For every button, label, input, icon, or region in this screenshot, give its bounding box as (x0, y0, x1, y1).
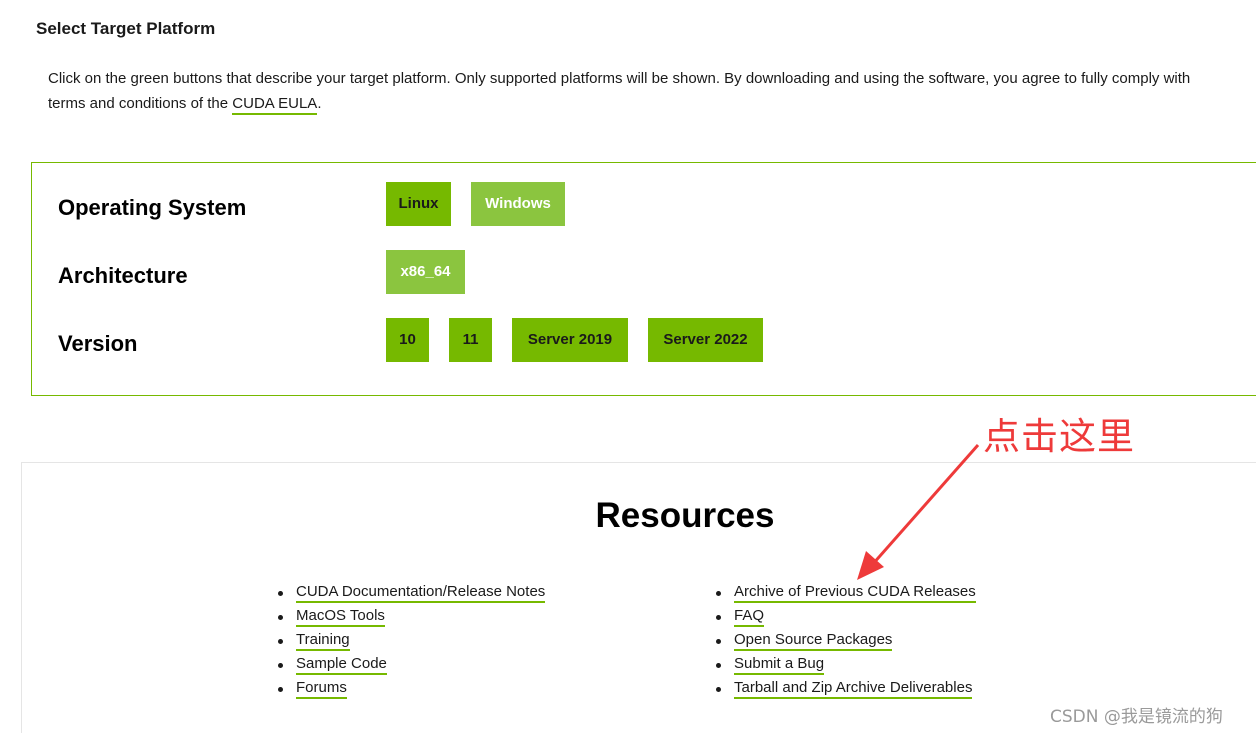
page-title: Select Target Platform (36, 19, 216, 38)
list-item: Archive of Previous CUDA Releases (716, 581, 976, 605)
resource-link-faq[interactable]: FAQ (734, 607, 765, 627)
cuda-eula-link[interactable]: CUDA EULA (232, 95, 318, 115)
intro-line-2-text: terms and conditions of the (48, 95, 233, 112)
version-option-server-2022[interactable]: Server 2022 (648, 318, 763, 362)
resource-link-archive[interactable]: Archive of Previous CUDA Releases (734, 583, 976, 603)
annotation-label: 点击这里 (983, 415, 1135, 458)
intro-text: Click on the green buttons that describe… (48, 66, 1256, 116)
resource-link-forums[interactable]: Forums (296, 679, 347, 699)
resource-link-open-source[interactable]: Open Source Packages (734, 631, 893, 651)
intro-line-2: terms and conditions of the CUDA EULA. (48, 91, 1256, 116)
list-item: Sample Code (278, 653, 545, 677)
version-option-10[interactable]: 10 (386, 318, 429, 362)
intro-period: . (317, 95, 322, 112)
resources-right-list: Archive of Previous CUDA Releases FAQ Op… (716, 581, 976, 701)
list-item: Open Source Packages (716, 629, 976, 653)
version-label: Version (58, 331, 138, 356)
os-option-linux[interactable]: Linux (386, 182, 451, 226)
resource-link-sample-code[interactable]: Sample Code (296, 655, 387, 675)
resources-title: Resources (595, 496, 775, 535)
os-label: Operating System (58, 195, 247, 220)
os-option-windows[interactable]: Windows (471, 182, 565, 226)
list-item: Tarball and Zip Archive Deliverables (716, 677, 976, 701)
list-item: Training (278, 629, 545, 653)
watermark: CSDN @我是镜流的狗 (1050, 707, 1223, 727)
list-item: Forums (278, 677, 545, 701)
resource-link-training[interactable]: Training (296, 631, 350, 651)
resources-left-list: CUDA Documentation/Release Notes MacOS T… (278, 581, 546, 701)
list-item: FAQ (716, 605, 976, 629)
intro-line-1: Click on the green buttons that describe… (48, 70, 1191, 87)
architecture-label: Architecture (58, 263, 188, 288)
arch-option-x86-64[interactable]: x86_64 (386, 250, 465, 294)
list-item: Submit a Bug (716, 653, 976, 677)
platform-selector: Operating System Linux Windows Architect… (31, 162, 1256, 396)
resource-link-macos-tools[interactable]: MacOS Tools (296, 607, 385, 627)
resource-link-documentation[interactable]: CUDA Documentation/Release Notes (296, 583, 546, 603)
resource-link-submit-bug[interactable]: Submit a Bug (734, 655, 825, 675)
resources-panel (21, 462, 1256, 733)
list-item: MacOS Tools (278, 605, 545, 629)
version-option-server-2019[interactable]: Server 2019 (512, 318, 628, 362)
list-item: CUDA Documentation/Release Notes (278, 581, 546, 605)
resource-link-tarball[interactable]: Tarball and Zip Archive Deliverables (734, 679, 973, 699)
version-option-11[interactable]: 11 (449, 318, 492, 362)
